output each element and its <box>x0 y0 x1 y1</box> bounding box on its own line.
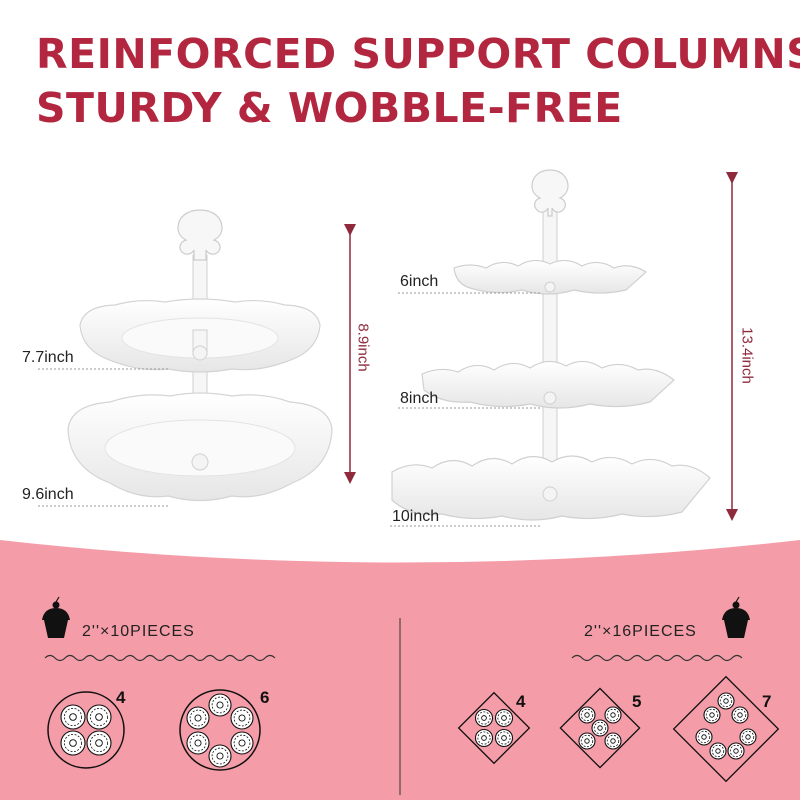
donut-icon <box>494 728 514 748</box>
donut-icons-group <box>60 692 757 768</box>
donut-icon <box>578 706 596 724</box>
wavy-divider-left <box>44 654 276 662</box>
donut-icon <box>494 708 514 728</box>
square-tier-5-diagram <box>559 687 641 769</box>
donut-icon <box>186 706 210 730</box>
donut-icon <box>474 728 494 748</box>
square-tier-4-diagram <box>457 691 531 765</box>
donut-icon <box>230 731 254 755</box>
large-stand-bottom-diameter: 10inch <box>392 508 440 525</box>
wavy-divider-right <box>571 654 743 662</box>
donut-icon <box>591 719 609 737</box>
square-tier-count-1: 4 <box>516 692 526 711</box>
large-stand-top-diameter: 6inch <box>400 273 439 290</box>
square-tier-count-3: 7 <box>762 692 772 711</box>
headline-line-2: STURDY & WOBBLE-FREE <box>36 84 623 132</box>
donut-icon <box>739 728 757 746</box>
cupcake-icon <box>42 596 70 638</box>
square-tier-7-diagram <box>672 675 780 783</box>
round-tier-count-2: 6 <box>260 688 270 707</box>
donut-icon <box>208 744 232 768</box>
donut-icon <box>731 706 749 724</box>
donut-icon <box>604 706 622 724</box>
cupcake-icon <box>722 596 750 638</box>
donut-icon <box>60 704 86 730</box>
round-capacity-label: 2''×10PIECES <box>82 623 195 640</box>
three-tier-square-stand-illustration <box>391 169 711 521</box>
donut-icon <box>60 730 86 756</box>
donut-icon <box>695 728 713 746</box>
square-tier-count-2: 5 <box>632 692 642 711</box>
donut-icon <box>208 693 232 717</box>
round-tier-4-diagram <box>47 691 125 769</box>
donut-icon <box>703 706 721 724</box>
small-stand-bottom-diameter: 9.6inch <box>22 486 74 503</box>
donut-icon <box>727 742 745 760</box>
square-capacity-label: 2''×16PIECES <box>584 623 697 640</box>
donut-icon <box>86 704 112 730</box>
round-tier-count-1: 4 <box>116 688 126 707</box>
donut-icon <box>86 730 112 756</box>
round-tier-6-diagram <box>179 689 261 771</box>
small-stand-top-diameter: 7.7inch <box>22 349 74 366</box>
large-stand-height: 13.4inch <box>738 327 756 384</box>
donut-icon <box>604 732 622 750</box>
donut-icon <box>186 731 210 755</box>
donut-icon <box>230 706 254 730</box>
donut-icon <box>474 708 494 728</box>
donut-icon <box>717 692 735 710</box>
two-tier-round-stand-illustration <box>67 209 333 502</box>
donut-icon <box>578 732 596 750</box>
headline-line-1: REINFORCED SUPPORT COLUMNS <box>36 30 800 78</box>
small-stand-height: 8.9inch <box>354 323 372 372</box>
donut-icon <box>709 742 727 760</box>
large-stand-middle-diameter: 8inch <box>400 390 439 407</box>
